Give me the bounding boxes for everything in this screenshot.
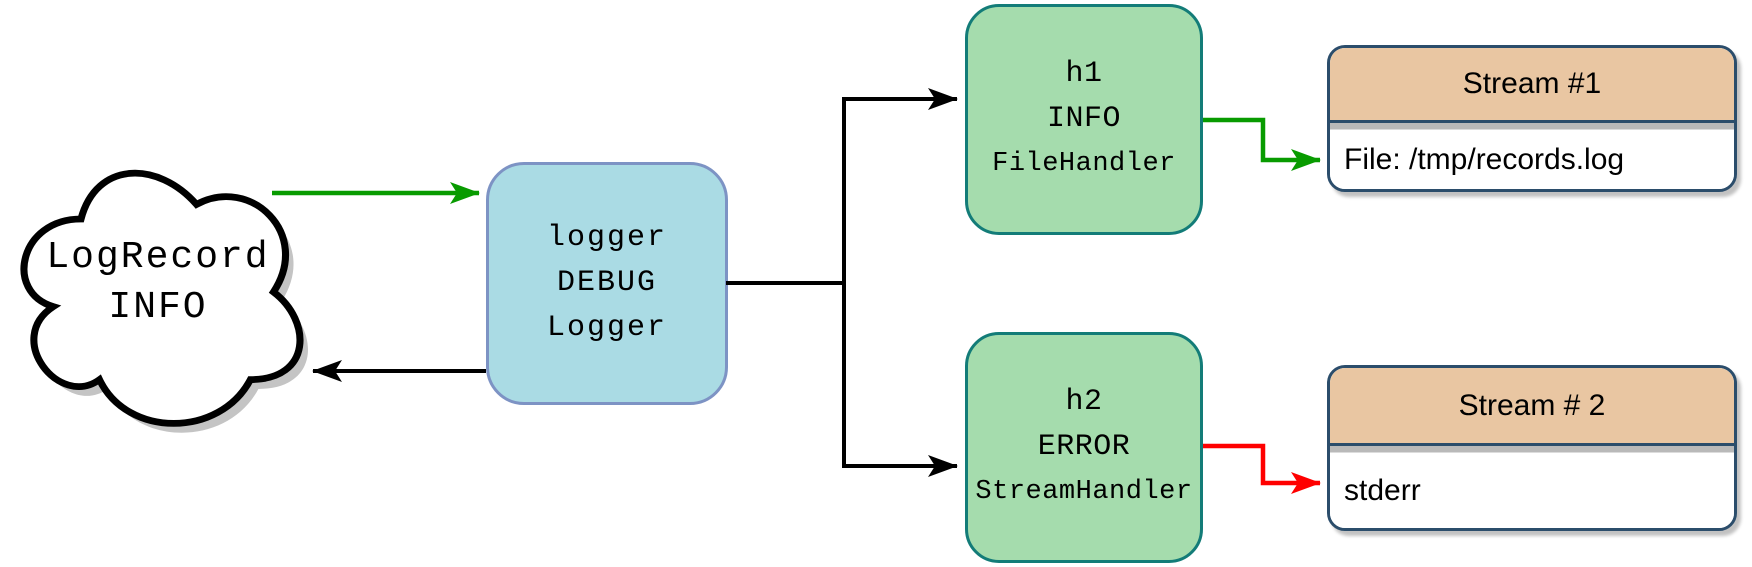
handler1-class: FileHandler <box>992 149 1176 179</box>
handler1-to-stream1-arrow <box>1203 117 1321 171</box>
logger-branch-line <box>726 97 846 468</box>
handler2-class: StreamHandler <box>975 477 1193 507</box>
handler1-level: INFO <box>1046 102 1121 136</box>
stream1-body: File: /tmp/records.log <box>1330 130 1734 189</box>
handler2-level: ERROR <box>1037 430 1131 464</box>
logrecord-cloud-shape <box>20 170 308 433</box>
logrecord-cloud: LogRecord INFO <box>4 146 312 438</box>
cloud-outline <box>20 170 304 427</box>
handler2-to-stream2-arrow <box>1203 443 1321 494</box>
handler2-box: h2 ERROR StreamHandler <box>965 332 1203 563</box>
stream1-header: Stream #1 <box>1330 48 1734 123</box>
stream1-title: Stream #1 <box>1462 67 1602 100</box>
handler1-name: h1 <box>1065 57 1103 91</box>
logger-level: DEBUG <box>556 266 657 300</box>
cloud-line-record: LogRecord <box>46 236 270 279</box>
cloud-line-level: INFO <box>108 286 208 329</box>
logger-class: Logger <box>546 311 668 345</box>
handler1-box: h1 INFO FileHandler <box>965 4 1203 235</box>
stream2-title: Stream # 2 <box>1458 388 1606 422</box>
stream1-divider <box>1330 123 1734 130</box>
stream2-body: stderr <box>1330 453 1734 528</box>
stream1-target: File: /tmp/records.log <box>1344 142 1625 176</box>
stream1-box: Stream #1 File: /tmp/records.log <box>1327 45 1737 192</box>
stream2-header: Stream # 2 <box>1330 368 1734 446</box>
stream2-box: Stream # 2 stderr <box>1327 365 1737 531</box>
logger-box: logger DEBUG Logger <box>486 162 728 405</box>
logger-name: logger <box>546 221 668 255</box>
handler2-name: h2 <box>1065 385 1103 419</box>
stream2-target: stderr <box>1344 473 1421 507</box>
stream2-divider <box>1330 446 1734 453</box>
